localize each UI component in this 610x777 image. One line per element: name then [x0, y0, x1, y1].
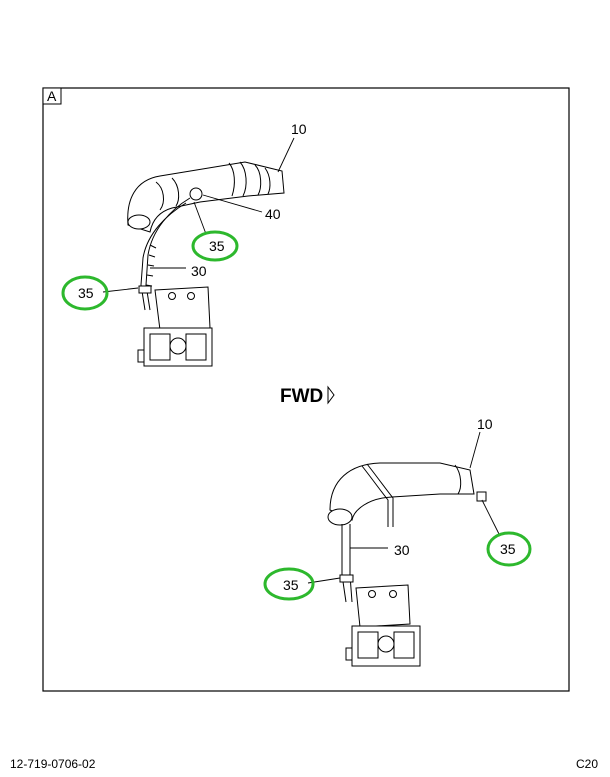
callout-40: 40: [265, 206, 281, 222]
hose-end: [327, 508, 353, 526]
lower-hose: [329, 462, 475, 521]
callout-10: 10: [477, 416, 493, 432]
upper-assembly: 10 40 35 30 35: [61, 121, 307, 367]
leader: [102, 287, 139, 293]
section-tag: A: [47, 88, 57, 104]
strap: [366, 463, 394, 527]
forward-indicator: FWD: [280, 385, 335, 407]
highlight-ellipse: [486, 531, 532, 567]
clamp: [189, 187, 203, 201]
lower-assembly: 10 35 30 35: [263, 416, 532, 667]
highlight-ellipse: [263, 567, 315, 601]
page-code: C20: [575, 757, 598, 771]
leader: [469, 431, 481, 469]
highlight-ellipse: [191, 230, 239, 262]
arrow-right-icon: [327, 385, 335, 405]
upper-hose: [127, 161, 285, 233]
leader: [481, 499, 501, 537]
callout-30: 30: [394, 542, 410, 558]
hose-ring: [239, 161, 247, 197]
document-id: 12-719-0706-02: [10, 757, 96, 771]
callout-35: 35: [78, 285, 94, 301]
diagram-frame: [42, 87, 570, 692]
lower-tube: [341, 524, 347, 603]
upper-module: [137, 286, 213, 367]
callout-30: 30: [191, 263, 207, 279]
fitting: [476, 491, 487, 502]
highlight-ellipse: [61, 275, 109, 311]
leader: [202, 194, 263, 213]
leader: [193, 201, 207, 235]
callout-35: 35: [500, 541, 516, 557]
leader: [277, 137, 295, 173]
hose-ring: [155, 181, 164, 211]
lower-module: [345, 584, 421, 667]
tube-hatch: [145, 244, 157, 287]
hose-ring: [454, 464, 462, 495]
callout-35: 35: [209, 238, 225, 254]
callout-35: 35: [283, 577, 299, 593]
callout-10: 10: [291, 121, 307, 137]
upper-tube: [145, 197, 191, 311]
hose-ring: [254, 164, 262, 196]
fitting: [138, 285, 152, 294]
strap: [361, 465, 389, 527]
section-tag-box: [42, 87, 62, 105]
hose-ring: [228, 162, 235, 197]
fitting: [339, 574, 354, 583]
hose-ring: [171, 177, 180, 207]
fwd-label: FWD: [280, 386, 323, 407]
hose-ring: [264, 167, 271, 195]
hose-end: [127, 214, 151, 230]
